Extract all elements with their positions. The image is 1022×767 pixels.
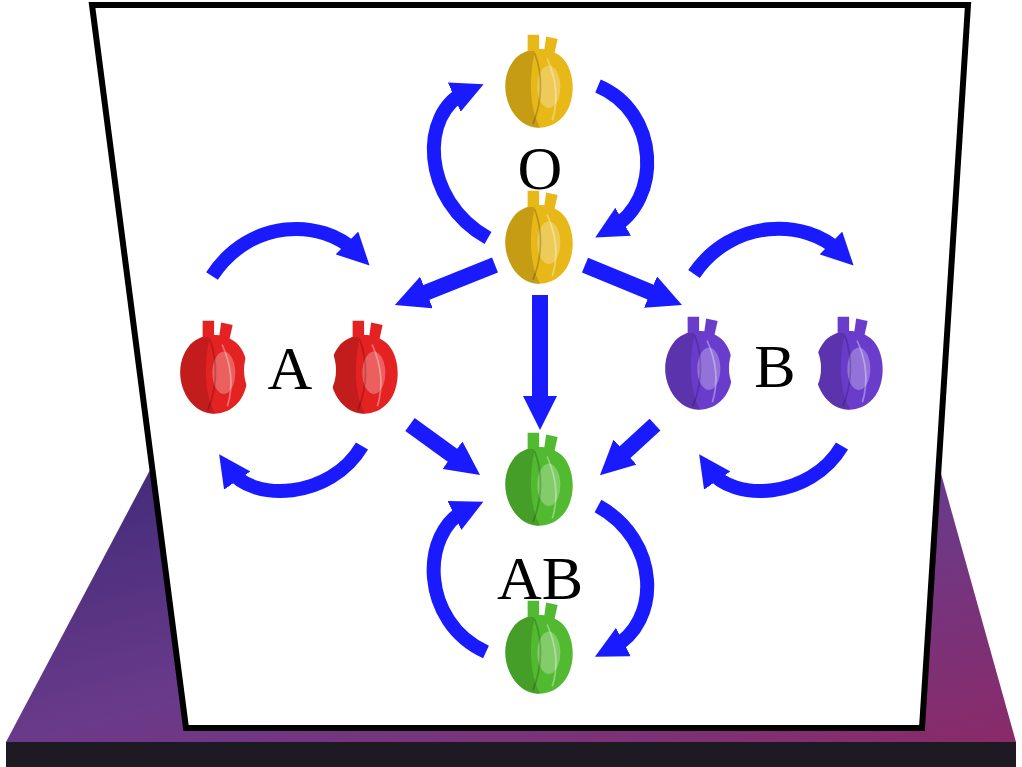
letter-cutout: [244, 324, 336, 416]
donation-arrow: [532, 295, 548, 410]
heart-a-right: [330, 321, 397, 414]
connectors: [410, 265, 663, 463]
loop-arrow: [434, 510, 486, 652]
donation-arrow: [410, 425, 464, 464]
heart-ab-top: [505, 433, 572, 526]
base-edge: [6, 742, 1016, 767]
blood-type-label: AB: [497, 547, 583, 609]
blood-type-group: O: [495, 30, 585, 295]
donation-arrow: [585, 265, 663, 297]
heart-o-bottom: [505, 191, 572, 284]
blood-type-label: A: [268, 337, 313, 399]
loop-arrow: [710, 446, 842, 491]
donation-arrow: [413, 265, 495, 298]
heart-a-left: [180, 321, 247, 414]
blood-type-label: O: [518, 137, 563, 199]
heart-ab-bottom: [505, 601, 572, 694]
blood-type-group: A: [178, 305, 410, 435]
loop-arrow: [694, 229, 840, 274]
display-board: [92, 5, 968, 728]
heart-o-top: [505, 35, 572, 128]
hearts: [180, 35, 882, 694]
blood-type-label: B: [754, 335, 795, 397]
blood-type-group: AB: [480, 430, 600, 700]
letter-cutout: [729, 322, 821, 414]
heart-b-right: [815, 317, 882, 410]
loop-arrow: [230, 446, 362, 491]
loop-arrow: [434, 92, 488, 238]
donation-arrow: [615, 425, 655, 462]
self-donation-arrows: [212, 86, 842, 652]
loop-arrow: [598, 506, 647, 648]
loop-arrow: [598, 86, 647, 228]
heart-b-left: [665, 317, 732, 410]
loop-arrow: [212, 229, 356, 276]
blood-type-group: B: [655, 305, 887, 435]
